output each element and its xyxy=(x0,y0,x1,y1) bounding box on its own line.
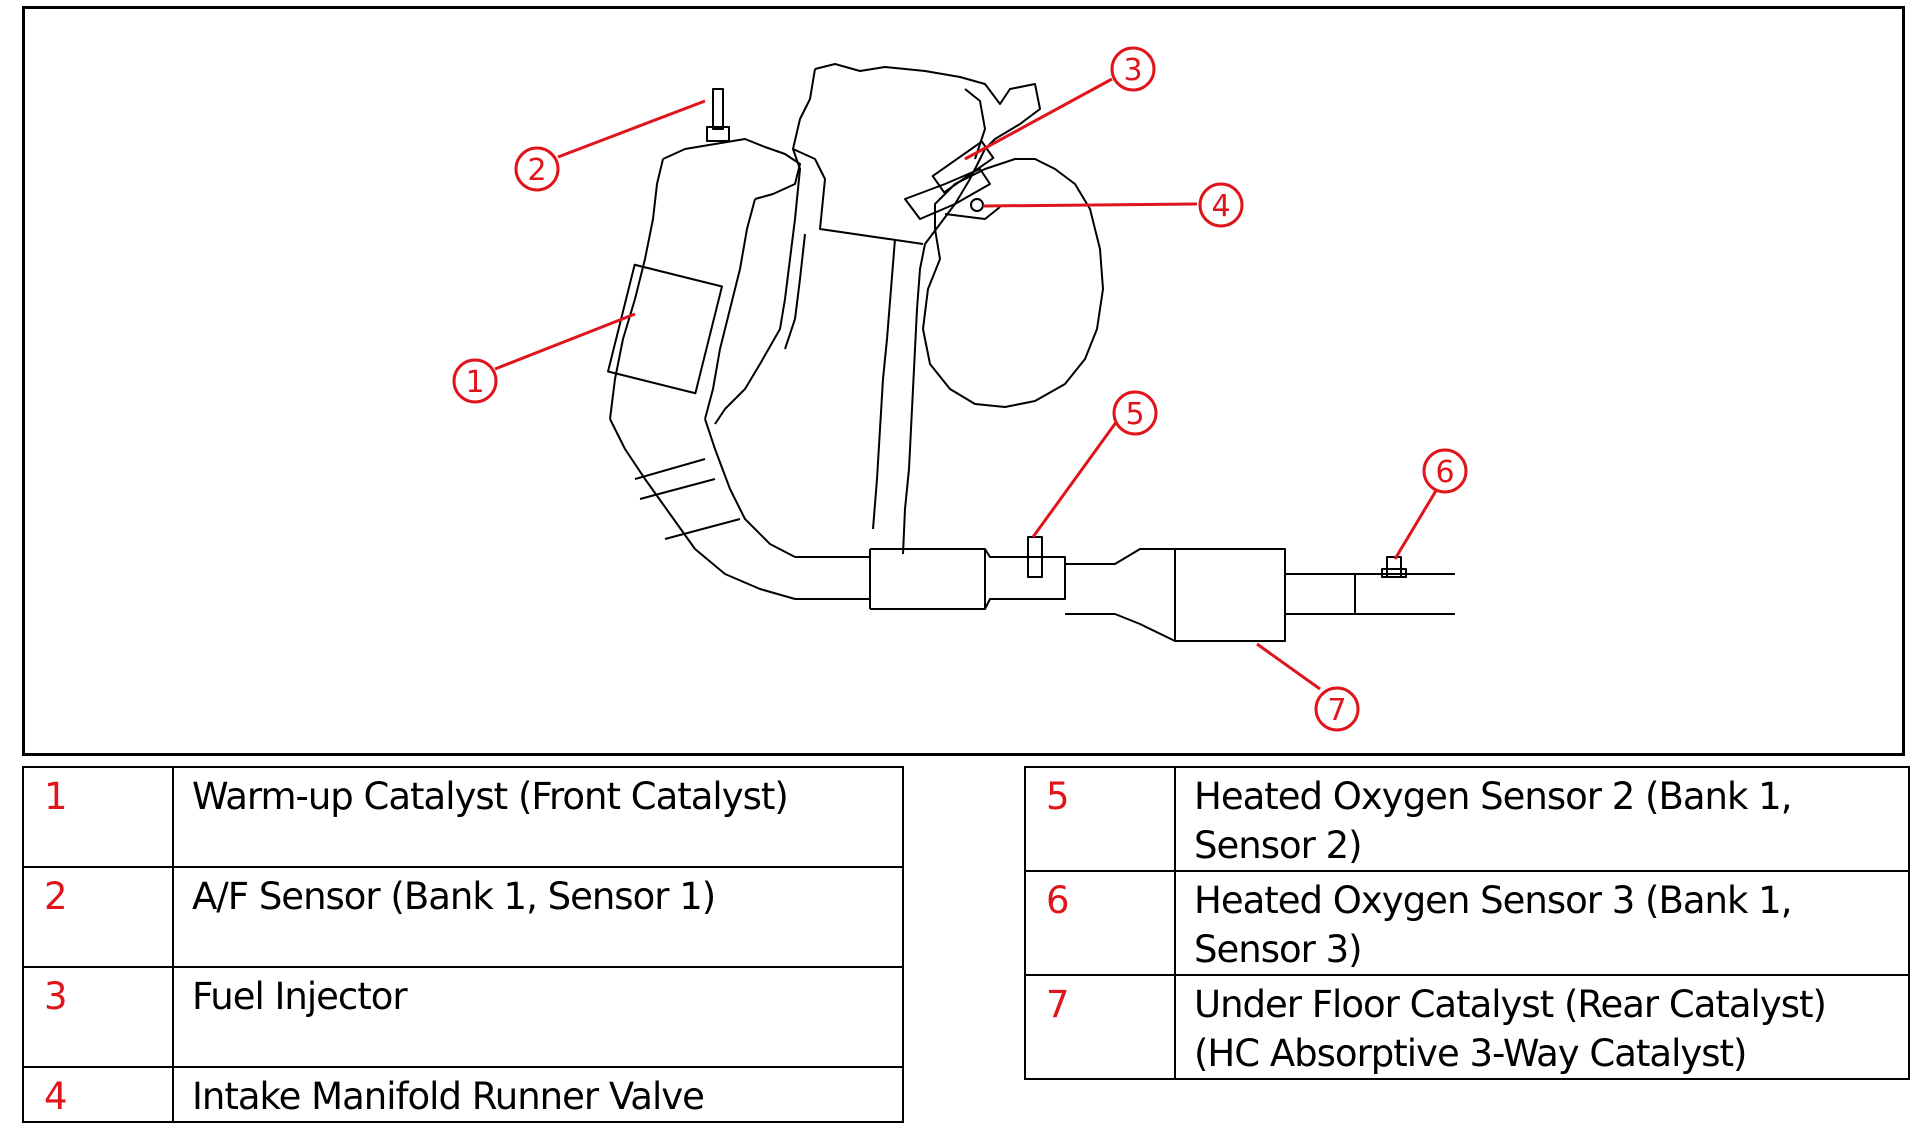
svg-text:5: 5 xyxy=(1125,397,1144,432)
callout-3: 3 xyxy=(1110,46,1156,92)
legend-label: Under Floor Catalyst (Rear Catalyst) (HC… xyxy=(1174,974,1910,1080)
callout-4: 4 xyxy=(1198,182,1244,228)
legend-label: Heated Oxygen Sensor 3 (Bank 1, Sensor 3… xyxy=(1174,870,1910,976)
legend-row: 1 Warm-up Catalyst (Front Catalyst) xyxy=(22,766,904,868)
callout-7: 7 xyxy=(1314,686,1360,732)
callout-1: 1 xyxy=(452,358,498,404)
legend-table-left: 1 Warm-up Catalyst (Front Catalyst) 2 A/… xyxy=(22,766,904,1123)
svg-text:1: 1 xyxy=(465,365,484,400)
svg-text:4: 4 xyxy=(1211,189,1230,224)
svg-text:7: 7 xyxy=(1327,693,1346,728)
legend-row: 4 Intake Manifold Runner Valve xyxy=(22,1066,904,1123)
legend-label: Heated Oxygen Sensor 2 (Bank 1, Sensor 2… xyxy=(1174,766,1910,872)
callout-2: 2 xyxy=(514,146,560,192)
legend-row: 2 A/F Sensor (Bank 1, Sensor 1) xyxy=(22,866,904,968)
legend-row: 3 Fuel Injector xyxy=(22,966,904,1068)
callout-badges: 1 2 3 4 5 6 7 xyxy=(452,46,1468,732)
legend-label: Fuel Injector xyxy=(172,966,904,1068)
legend-number: 4 xyxy=(22,1066,174,1123)
engine-outline xyxy=(607,63,1455,642)
legend-number: 2 xyxy=(22,866,174,968)
legend-table-right: 5 Heated Oxygen Sensor 2 (Bank 1, Sensor… xyxy=(1024,766,1910,1080)
callout-6: 6 xyxy=(1422,448,1468,494)
callout-leaders xyxy=(494,77,1439,691)
legend-row: 5 Heated Oxygen Sensor 2 (Bank 1, Sensor… xyxy=(1024,766,1910,872)
legend-number: 1 xyxy=(22,766,174,868)
legend-row: 6 Heated Oxygen Sensor 3 (Bank 1, Sensor… xyxy=(1024,870,1910,976)
legend-number: 6 xyxy=(1024,870,1176,976)
legend-number: 5 xyxy=(1024,766,1176,872)
legend-number: 3 xyxy=(22,966,174,1068)
legend-row: 7 Under Floor Catalyst (Rear Catalyst) (… xyxy=(1024,974,1910,1080)
legend-label: Warm-up Catalyst (Front Catalyst) xyxy=(172,766,904,868)
svg-text:6: 6 xyxy=(1435,455,1454,490)
exhaust-system-diagram: 1 2 3 4 5 6 7 xyxy=(452,46,1468,732)
callout-5: 5 xyxy=(1112,390,1158,436)
diagram-frame: 1 2 3 4 5 6 7 xyxy=(22,6,1905,756)
legend-label: Intake Manifold Runner Valve xyxy=(172,1066,904,1123)
svg-text:2: 2 xyxy=(527,153,546,188)
legend-label: A/F Sensor (Bank 1, Sensor 1) xyxy=(172,866,904,968)
svg-text:3: 3 xyxy=(1123,53,1142,88)
legend-number: 7 xyxy=(1024,974,1176,1080)
